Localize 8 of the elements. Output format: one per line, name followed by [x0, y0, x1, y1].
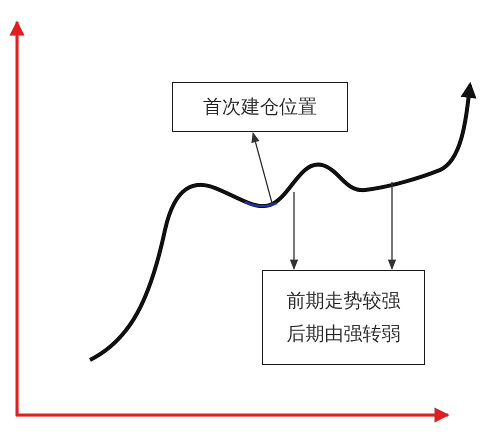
- arrow: [251, 132, 273, 204]
- callout-text: 后期由强转弱: [286, 322, 400, 346]
- callout-box: [262, 270, 425, 365]
- callout-box: [172, 82, 348, 132]
- callout-text: 首次建仓位置: [203, 94, 317, 120]
- arrow: [290, 192, 298, 270]
- arrow: [388, 182, 396, 270]
- callout-text: 前期走势较强: [286, 289, 400, 314]
